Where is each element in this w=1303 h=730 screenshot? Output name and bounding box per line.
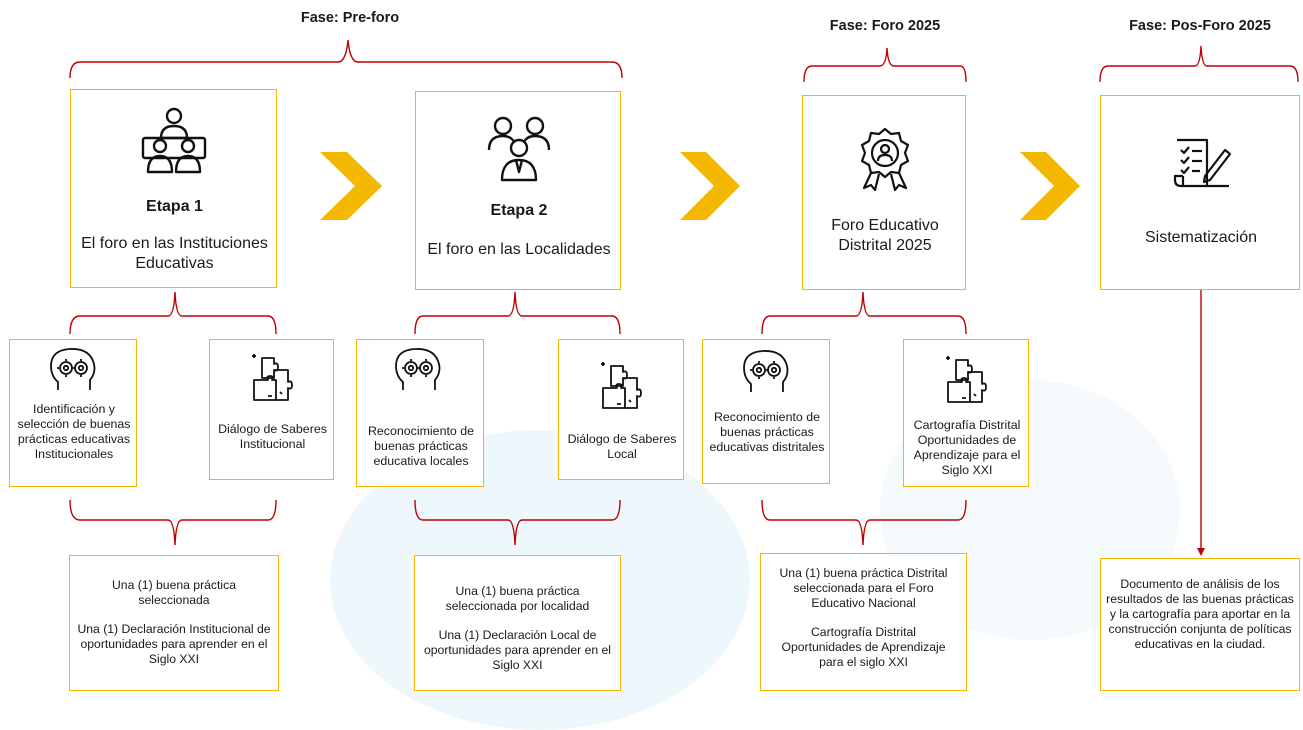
group-icon	[487, 116, 551, 182]
brackets-layer	[69, 39, 1299, 556]
arrowhead-sistematizacion	[1197, 548, 1205, 556]
activity-box-identificacion: Identificación y selección de buenas prá…	[9, 339, 137, 487]
activity-text-identificacion: Identificación y selección de buenas prá…	[17, 402, 131, 461]
bracket-etapa1-outputs	[69, 499, 277, 546]
output-text-etapa1-practica: Una (1) buena práctica seleccionada	[112, 578, 236, 607]
output-text-etapa1-declaracion: Una (1) Declaración Institucional de opo…	[77, 622, 271, 666]
activity-box-dialogo-institucional: Diálogo de Saberes Institucional	[209, 339, 334, 480]
activity-text-reconocimiento-locales: Reconocimiento de buenas prácticas educa…	[367, 424, 475, 468]
stage-title-etapa2: Etapa 2	[490, 202, 548, 219]
activity-box-dialogo-local: Diálogo de Saberes Local	[558, 339, 684, 480]
stage-text-foro: Foro Educativo Distrital 2025	[831, 217, 939, 254]
chevron-arrow-2	[680, 152, 740, 220]
phase-title-preforo: Fase: Pre-foro	[300, 10, 400, 26]
chevron-arrow-1	[320, 152, 382, 220]
stage-title-etapa1: Etapa 1	[146, 198, 203, 215]
stage-text-etapa1: El foro en las Instituciones Educativas	[81, 235, 268, 272]
activity-text-dialogo-local: Diálogo de Saberes Local	[567, 432, 677, 461]
activity-box-reconocimiento-distritales: Reconocimiento de buenas prácticas educa…	[702, 339, 830, 484]
puzzle-icon	[252, 354, 293, 401]
output-text-foro-cartografia: Cartografía Distrital Oportunidades de A…	[781, 625, 946, 669]
bracket-posforo	[1099, 45, 1299, 83]
phase-title-foro: Fase: Foro 2025	[829, 18, 941, 34]
gears-head-icon	[50, 348, 96, 390]
bracket-etapa2-outputs	[414, 499, 621, 546]
output-text-etapa2-practica: Una (1) buena práctica seleccionada por …	[445, 584, 590, 613]
bracket-etapa1-activities	[69, 291, 277, 335]
stage-text-etapa2: El foro en las Localidades	[427, 241, 611, 258]
bracket-foro-outputs	[761, 499, 967, 546]
activity-box-reconocimiento-locales: Reconocimiento de buenas prácticas educa…	[356, 339, 484, 487]
stage-text-sistematizacion: Sistematización	[1144, 229, 1258, 246]
checklist-icon	[1173, 138, 1232, 188]
bracket-foro-activities	[761, 291, 967, 335]
output-text-sistematizacion: Documento de análisis de los resultados …	[1106, 577, 1294, 651]
stage-box-etapa2: Etapa 2 El foro en las Localidades	[415, 91, 621, 290]
puzzle-icon	[601, 362, 642, 409]
activity-text-cartografia: Cartografía Distrital Oportunidades de A…	[913, 418, 1021, 477]
puzzle-icon	[946, 356, 987, 403]
stage-box-foro: Foro Educativo Distrital 2025	[802, 95, 966, 290]
stage-box-etapa1: Etapa 1 El foro en las Instituciones Edu…	[70, 89, 277, 288]
meeting-icon	[141, 107, 207, 174]
output-box-sistematizacion: Documento de análisis de los resultados …	[1100, 558, 1300, 691]
activity-box-cartografia: Cartografía Distrital Oportunidades de A…	[903, 339, 1029, 487]
gears-head-icon	[743, 350, 789, 392]
output-box-etapa2: Una (1) buena práctica seleccionada por …	[414, 555, 621, 691]
bracket-foro	[803, 47, 967, 83]
output-box-foro: Una (1) buena práctica Distrital selecci…	[760, 553, 967, 691]
output-text-foro-practica: Una (1) buena práctica Distrital selecci…	[779, 566, 948, 610]
bracket-preforo	[69, 39, 623, 79]
activity-text-dialogo-institucional: Diálogo de Saberes Institucional	[218, 422, 327, 451]
gears-head-icon	[395, 348, 441, 390]
award-icon	[860, 127, 910, 192]
phase-title-posforo: Fase: Pos-Foro 2025	[1129, 18, 1271, 34]
activity-text-reconocimiento-distritales: Reconocimiento de buenas prácticas educa…	[709, 410, 825, 454]
chevron-arrow-3	[1020, 152, 1080, 220]
output-box-etapa1: Una (1) buena práctica seleccionada Una …	[69, 555, 279, 691]
stage-box-sistematizacion: Sistematización	[1100, 95, 1300, 290]
output-text-etapa2-declaracion: Una (1) Declaración Local de oportunidad…	[423, 628, 611, 672]
bracket-etapa2-activities	[414, 291, 621, 335]
